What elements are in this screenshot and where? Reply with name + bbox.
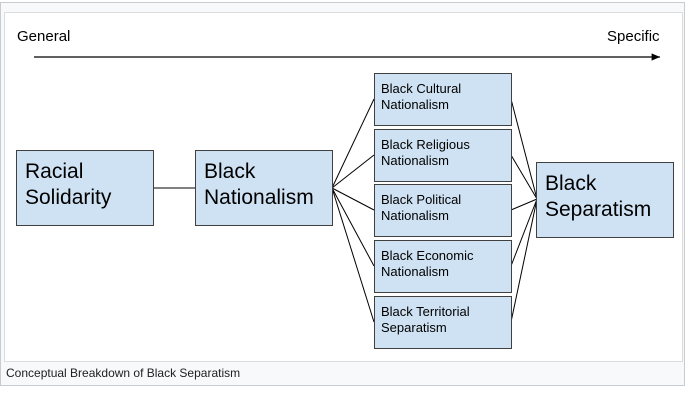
node-black-economic-nationalism: Black Economic Nationalism	[374, 240, 512, 293]
connector-religious-to-separatism	[510, 154, 538, 200]
node-black-political-nationalism: Black Political Nationalism	[374, 184, 512, 237]
connector-nationalism-to-religious	[331, 154, 375, 189]
connector-political-to-separatism	[510, 198, 538, 211]
connector-nationalism-to-economic	[331, 187, 375, 267]
figure-caption: Conceptual Breakdown of Black Separatism	[6, 366, 241, 380]
connector-territorial-to-separatism	[510, 198, 538, 323]
node-black-separatism: Black Separatism	[536, 162, 674, 238]
connector-nationalism-to-political	[331, 187, 375, 211]
node-black-cultural-nationalism: Black Cultural Nationalism	[374, 73, 512, 126]
connector-nationalism-to-territorial	[331, 187, 375, 323]
axis-label-general: General	[17, 28, 71, 45]
node-black-nationalism: Black Nationalism	[195, 150, 333, 226]
node-racial-solidarity: Racial Solidarity	[16, 150, 154, 226]
node-black-religious-nationalism: Black Religious Nationalism	[374, 129, 512, 182]
connector-cultural-to-separatism	[510, 98, 538, 200]
connector-economic-to-separatism	[510, 198, 538, 267]
axis-label-specific: Specific	[607, 28, 660, 45]
node-black-territorial-separatism: Black Territorial Separatism	[374, 296, 512, 349]
connector-nationalism-to-cultural	[331, 98, 375, 189]
